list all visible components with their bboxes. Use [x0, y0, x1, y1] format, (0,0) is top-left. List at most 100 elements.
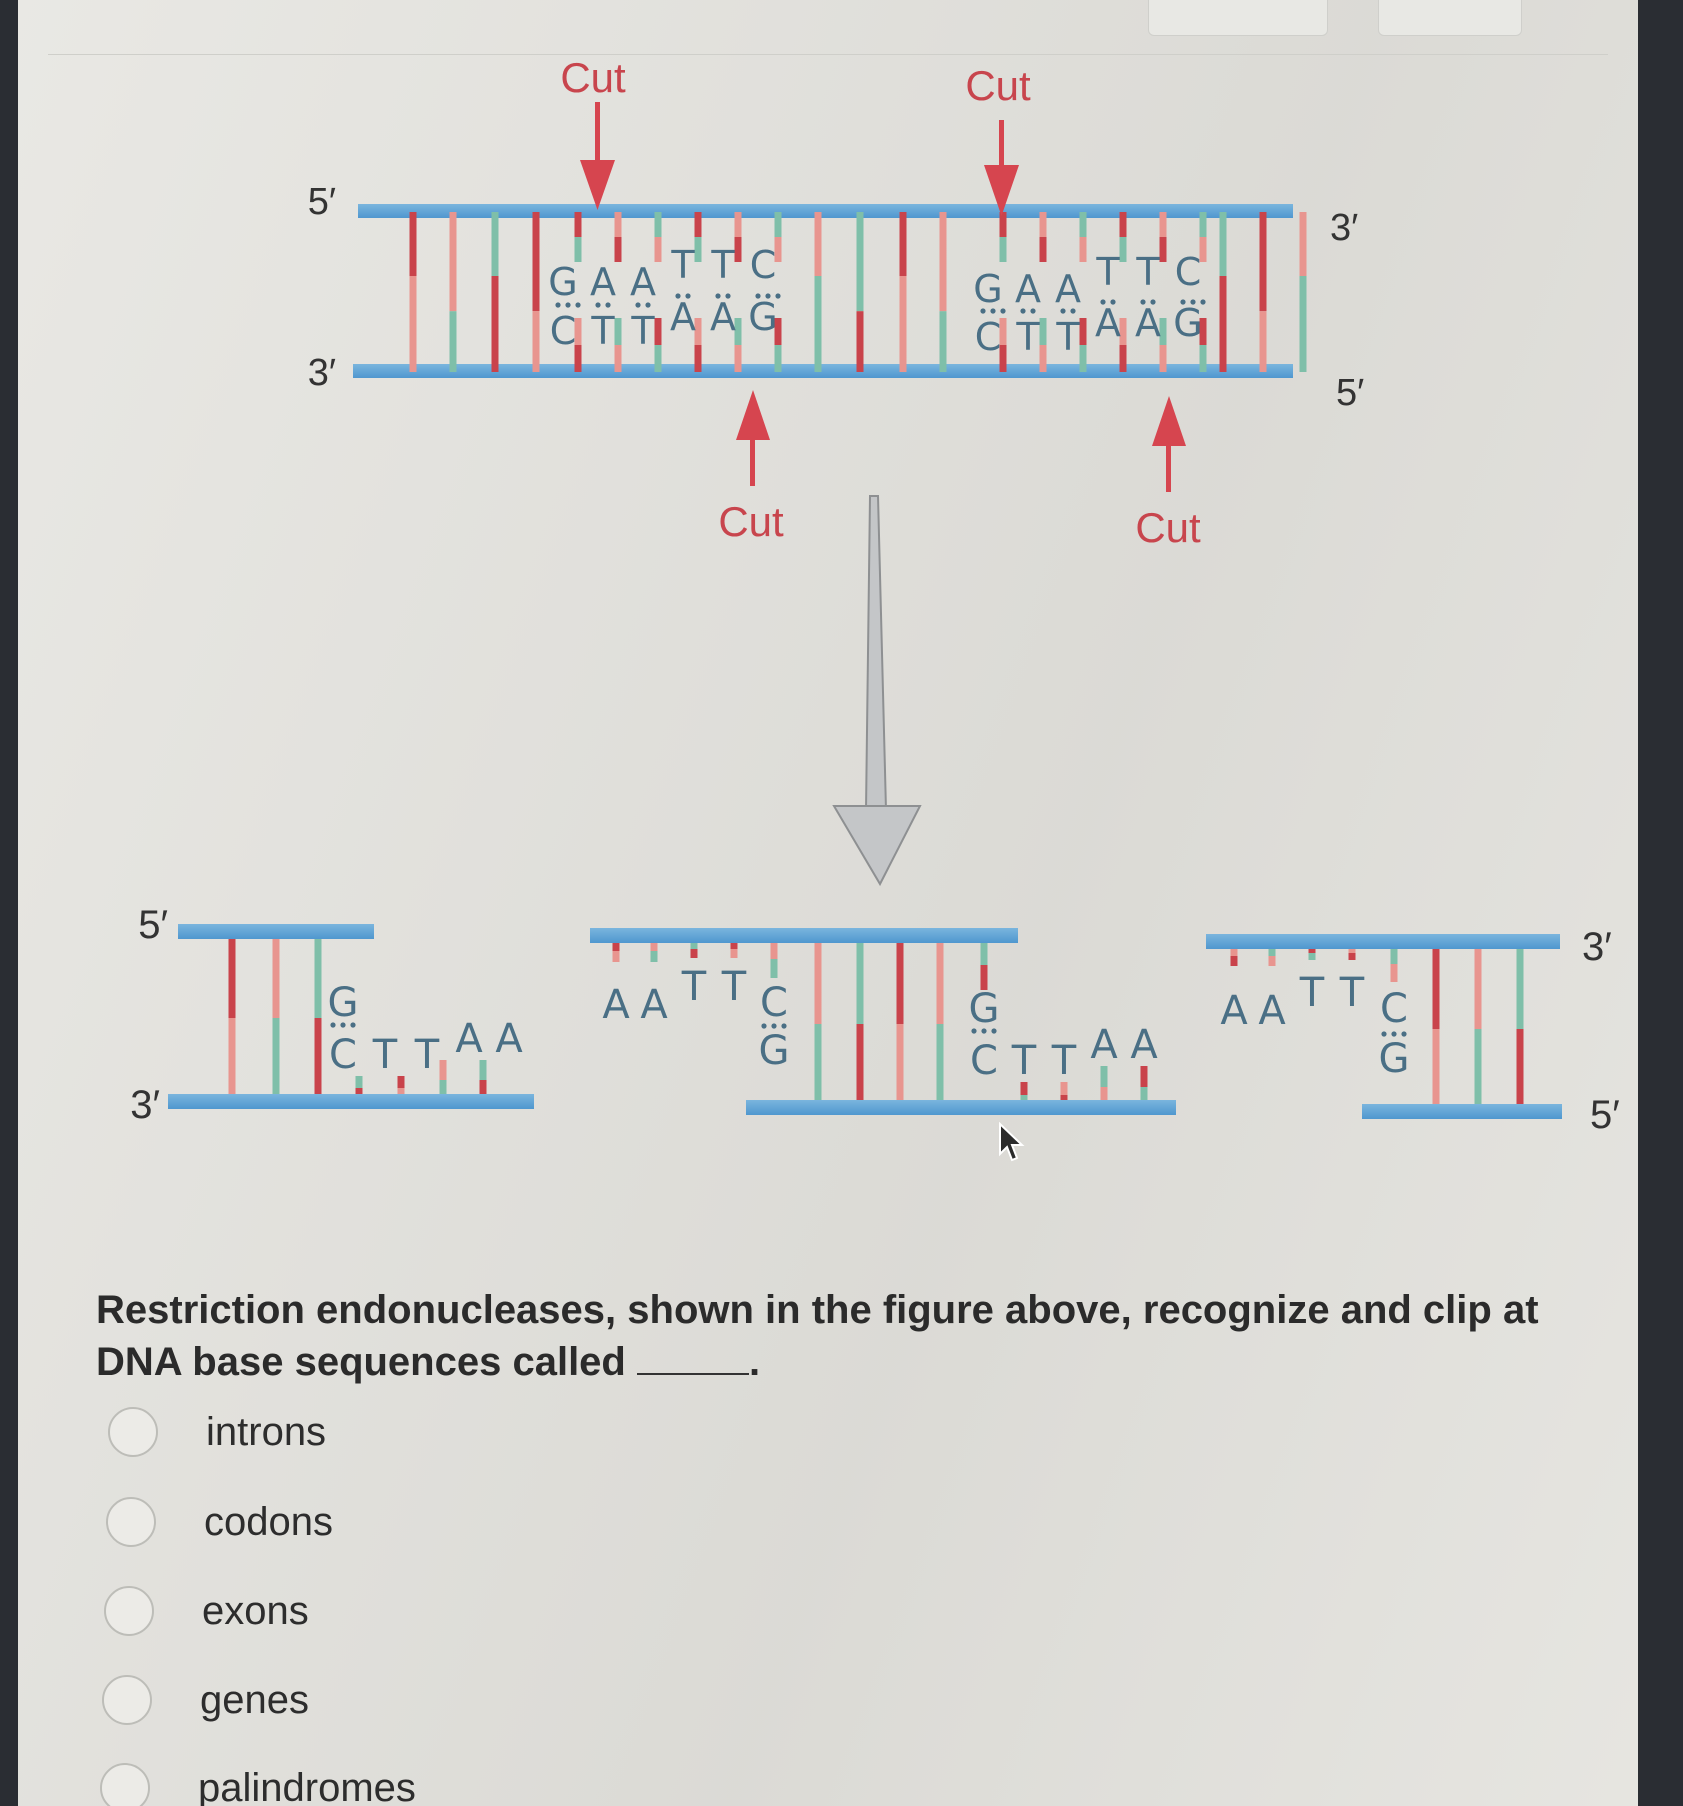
- fragment1-top-backbone: [178, 924, 374, 939]
- fragment2-base: G: [969, 986, 1000, 1032]
- base-pair-rung: [730, 949, 738, 958]
- top-strand-backbone: [358, 204, 1293, 218]
- base-pair-rung: [228, 936, 236, 1018]
- base-pair-rung: [1308, 946, 1316, 953]
- cut-arrow-bottom-1: Cut: [718, 390, 784, 545]
- base-pair-rung: [1100, 1066, 1108, 1087]
- cut-label: Cut: [718, 498, 784, 545]
- fragment1-bottom-end-label: 3′: [130, 1083, 160, 1127]
- option-codons[interactable]: codons: [106, 1494, 333, 1550]
- base-pair-rung: [228, 1018, 236, 1100]
- radio-button[interactable]: [104, 1586, 154, 1636]
- option-introns[interactable]: introns: [108, 1404, 326, 1460]
- option-label: codons: [204, 1499, 333, 1544]
- radio-button[interactable]: [108, 1407, 158, 1457]
- base-pair-rung: [899, 276, 907, 372]
- site1-top-base: C: [750, 243, 777, 287]
- site1-bottom-base: A: [710, 295, 736, 339]
- base-pair-rung: [439, 1080, 447, 1100]
- base-pair-rung: [491, 276, 499, 372]
- site1-bottom-base: C: [550, 309, 577, 353]
- base-pair-rung: [1079, 345, 1087, 372]
- base-pair-rung: [896, 1024, 904, 1108]
- bottom-right-end-label: 5′: [1336, 372, 1364, 414]
- base-pair-rung: [574, 237, 582, 262]
- radio-button[interactable]: [100, 1763, 150, 1806]
- site1-bottom-base: A: [670, 295, 696, 339]
- site2-top-base: G: [973, 267, 1002, 311]
- base-pair-rung: [1516, 1029, 1524, 1112]
- fragment3-top-backbone: [1206, 934, 1560, 949]
- radio-button[interactable]: [102, 1675, 152, 1725]
- fragment2-base: A: [602, 982, 630, 1028]
- base-pair-rung: [1079, 318, 1087, 345]
- base-pair-rung: [814, 1024, 822, 1108]
- question-prompt: Restriction endonucleases, shown in the …: [96, 1284, 1596, 1388]
- base-pair-rung: [856, 311, 864, 372]
- site1-bottom-base: G: [748, 295, 777, 339]
- site2-bottom-base: T: [1055, 315, 1080, 359]
- base-pair-rung: [690, 949, 698, 958]
- base-pair-rung: [449, 212, 457, 312]
- base-pair-rung: [856, 1024, 864, 1108]
- site2-top-base: C: [1175, 250, 1202, 294]
- fragment3-base: C: [1380, 986, 1408, 1032]
- base-pair-rung: [1199, 237, 1207, 262]
- fragment-2: A A T T C G G C T T A A: [590, 928, 1176, 1115]
- base-pair-rung: [896, 940, 904, 1024]
- base-pair-rung: [939, 311, 947, 372]
- site2-bottom-base: C: [975, 315, 1002, 359]
- cut-arrow-top-1: Cut: [560, 54, 626, 210]
- fragment2-bottom-backbone: [746, 1100, 1176, 1115]
- base-pair-rung: [1020, 1082, 1028, 1095]
- base-pair-rung: [1159, 212, 1167, 237]
- fragment2-base: A: [640, 982, 668, 1028]
- base-pair-rung: [770, 940, 778, 959]
- next-button[interactable]: [1378, 0, 1522, 36]
- site1-bottom-base: T: [590, 309, 615, 353]
- answer-blank: [637, 1337, 749, 1375]
- fragment1-base: A: [455, 1016, 483, 1062]
- fragment2-base: A: [1130, 1022, 1158, 1068]
- base-pair-rung: [439, 1060, 447, 1080]
- base-pair-rung: [1219, 212, 1227, 276]
- question-text: Restriction endonucleases, shown in the …: [96, 1288, 1539, 1384]
- cut-label: Cut: [560, 54, 626, 101]
- base-pair-rung: [899, 212, 907, 276]
- top-left-end-label: 5′: [308, 181, 336, 223]
- base-pair-rung: [1060, 1082, 1068, 1095]
- option-exons[interactable]: exons: [104, 1583, 309, 1639]
- site1-top-base: A: [590, 260, 616, 304]
- option-label: introns: [206, 1409, 327, 1454]
- option-genes[interactable]: genes: [102, 1672, 309, 1728]
- base-pair-rung: [491, 212, 499, 276]
- base-pair-rung: [1119, 345, 1127, 372]
- base-pair-rung: [774, 212, 782, 237]
- base-pair-rung: [1308, 953, 1316, 960]
- base-pair-rung: [1230, 956, 1238, 966]
- base-pair-rung: [272, 936, 280, 1018]
- previous-button[interactable]: [1148, 0, 1328, 36]
- base-pair-rung: [1199, 212, 1207, 237]
- radio-button[interactable]: [106, 1497, 156, 1547]
- base-pair-rung: [479, 1060, 487, 1080]
- base-pair-rung: [409, 212, 417, 276]
- fragment3-base: G: [1379, 1036, 1410, 1082]
- base-pair-rung: [1432, 946, 1440, 1029]
- base-pair-rung: [654, 212, 662, 237]
- base-pair-rung: [1299, 212, 1307, 276]
- base-pair-rung: [814, 276, 822, 372]
- bottom-strand-backbone: [353, 364, 1293, 378]
- base-pair-rung: [1119, 237, 1127, 262]
- base-pair-rung: [1432, 1029, 1440, 1112]
- site1-top-base: A: [630, 260, 656, 304]
- site2-bottom-base: T: [1015, 315, 1040, 359]
- base-pair-rung: [1079, 212, 1087, 237]
- option-palindromes[interactable]: palindromes: [100, 1760, 416, 1806]
- recognition-site-2: G A A T T C C T T A A G: [973, 250, 1206, 359]
- fragment3-base: A: [1258, 988, 1286, 1034]
- option-label: genes: [200, 1677, 309, 1722]
- base-pair-rung: [449, 311, 457, 372]
- site1-top-base: T: [710, 243, 735, 287]
- fragment3-bottom-backbone: [1362, 1104, 1562, 1119]
